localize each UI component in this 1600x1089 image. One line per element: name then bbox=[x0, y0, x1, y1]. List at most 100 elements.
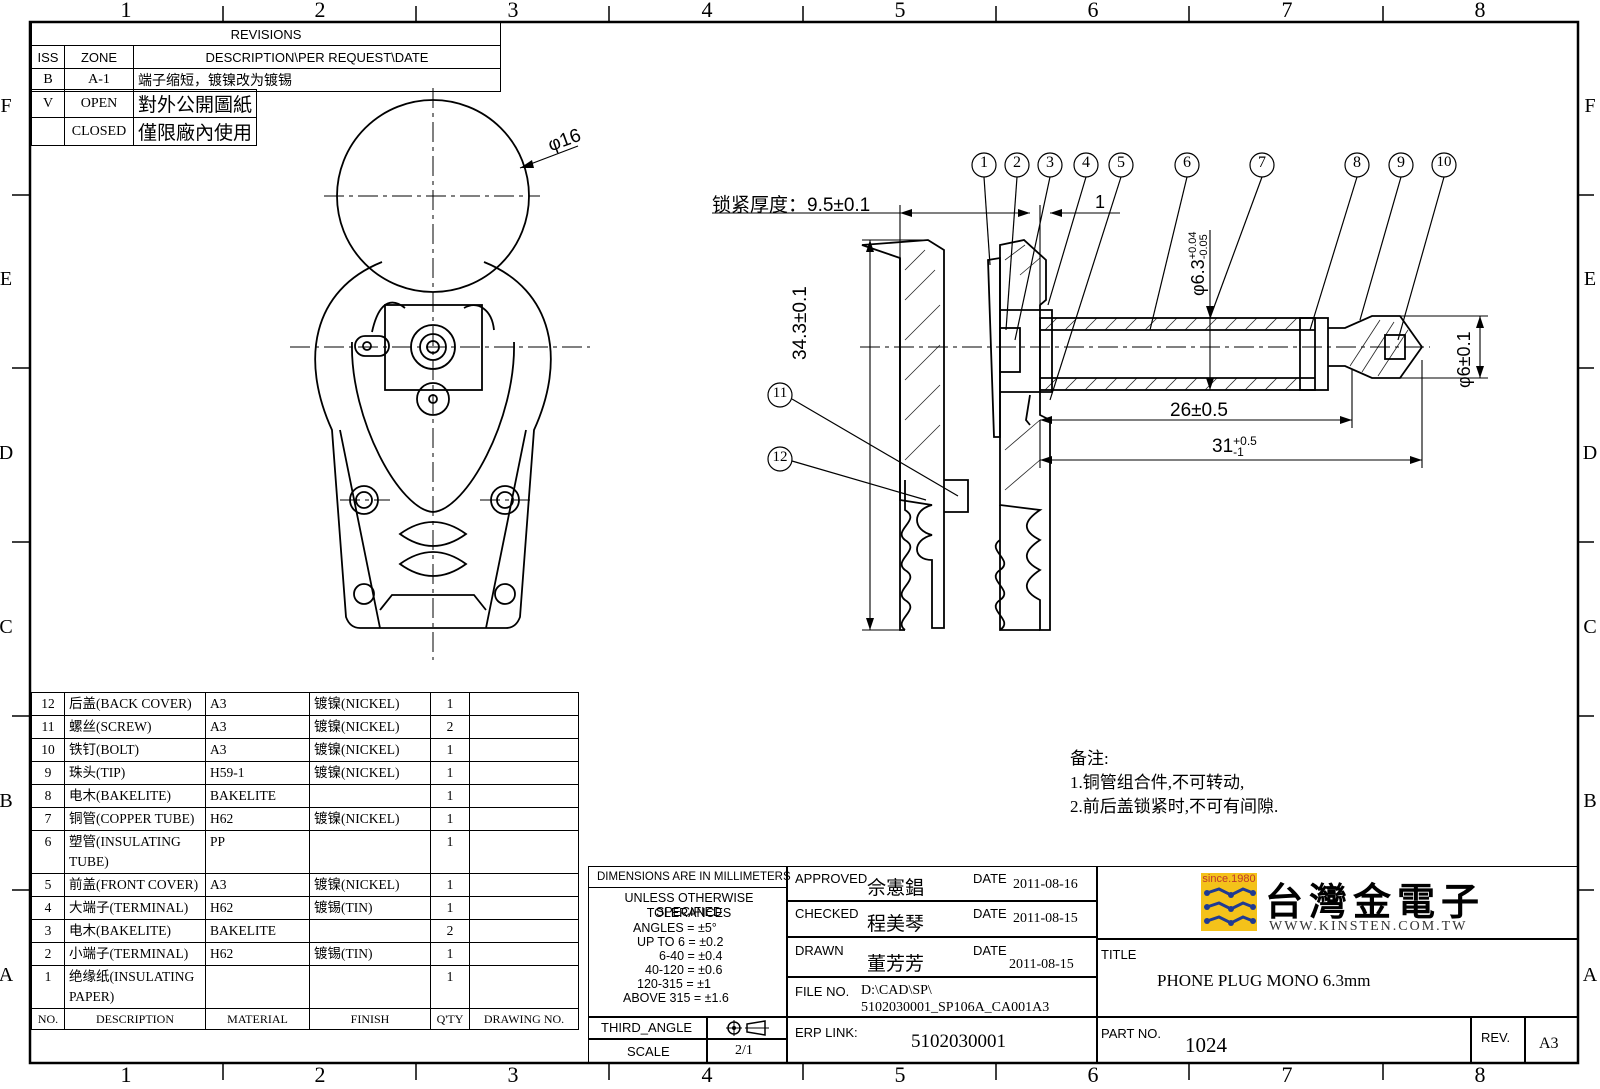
bom-finish: 镀镍(NICKEL) bbox=[309, 715, 431, 739]
status-closed-zone: CLOSED bbox=[64, 117, 134, 146]
bom-finish bbox=[309, 919, 431, 943]
rev-value: A3 bbox=[1539, 1035, 1559, 1052]
bom-finish bbox=[309, 965, 431, 1009]
title-label: TITLE bbox=[1101, 947, 1137, 962]
file-label: FILE NO. bbox=[795, 984, 850, 999]
bom-qty: 1 bbox=[430, 942, 470, 966]
dim-gap-label: 1 bbox=[1095, 192, 1106, 212]
revision-desc: 端子缩短，镀镍改为镀锡 bbox=[133, 68, 501, 92]
grid-row-f: F bbox=[0, 95, 12, 117]
bom-finish: 镀镍(NICKEL) bbox=[309, 738, 431, 762]
approved-date-label: DATE bbox=[973, 871, 1007, 886]
part-box: PART NO. 1024 bbox=[1096, 1016, 1472, 1064]
bom-material bbox=[205, 965, 310, 1009]
bom-header-row: NO. DESCRIPTION MATERIAL FINISH Q'TY DRA… bbox=[31, 1008, 579, 1030]
projection-box: THIRD_ANGLE bbox=[588, 1016, 708, 1040]
bom-material: H62 bbox=[205, 807, 310, 831]
tolerance-40-120: 40-120 = ±0.6 bbox=[645, 963, 723, 977]
bom-drawing-no bbox=[469, 919, 579, 943]
bom-description: 大端子(TERMINAL) bbox=[64, 896, 206, 920]
lock-thickness-label: 锁紧厚度：9.5±0.1 bbox=[712, 195, 871, 216]
company-logo-icon: since.1980 bbox=[1201, 873, 1257, 931]
checked-date-label: DATE bbox=[973, 906, 1007, 921]
bom-qty: 1 bbox=[430, 830, 470, 874]
balloon-2: 2 bbox=[1013, 154, 1021, 171]
grid-row-f-right: F bbox=[1584, 95, 1596, 117]
revisions-title: REVISIONS bbox=[31, 22, 501, 46]
bom-qty: 1 bbox=[430, 738, 470, 762]
bom-finish: 镀镍(NICKEL) bbox=[309, 761, 431, 785]
section-view bbox=[861, 239, 1424, 631]
bom-header-finish: FINISH bbox=[309, 1008, 431, 1030]
note-1: 1.铜管组合件,不可转动, bbox=[1070, 773, 1245, 792]
grid-col-5: 5 bbox=[894, 0, 906, 22]
erp-label: ERP LINK: bbox=[795, 1025, 858, 1040]
length-26-label: 26±0.5 bbox=[1170, 400, 1228, 421]
checked-name: 程美琴 bbox=[867, 914, 925, 935]
erp-box: ERP LINK: 5102030001 bbox=[786, 1016, 1098, 1064]
tolerance-120-315: 120-315 = ±1 bbox=[637, 977, 711, 991]
approved-label: APPROVED bbox=[795, 871, 868, 886]
tolerance-above-315: ABOVE 315 = ±1.6 bbox=[623, 991, 729, 1005]
bom-header-desc: DESCRIPTION bbox=[64, 1008, 206, 1030]
bom-drawing-no bbox=[469, 692, 579, 716]
bom-finish: 镀镍(NICKEL) bbox=[309, 807, 431, 831]
bom-finish: 镀锡(TIN) bbox=[309, 896, 431, 920]
bom-header-no: NO. bbox=[31, 1008, 65, 1030]
bom-finish bbox=[309, 784, 431, 808]
bom-no: 4 bbox=[31, 896, 65, 920]
bom-drawing-no bbox=[469, 807, 579, 831]
rev-value-box: A3 bbox=[1524, 1016, 1578, 1064]
tolerance-title: TOLERANCES bbox=[646, 906, 732, 920]
bom-qty: 1 bbox=[430, 807, 470, 831]
drawn-label: DRAWN bbox=[795, 943, 844, 958]
grid-col-4: 4 bbox=[701, 0, 713, 22]
bom-qty: 1 bbox=[430, 873, 470, 897]
bom-material: A3 bbox=[205, 873, 310, 897]
bom-material: A3 bbox=[205, 715, 310, 739]
rev-label-box: REV. bbox=[1470, 1016, 1526, 1064]
company-name: 台灣金電子 bbox=[1265, 882, 1486, 924]
grid-row-b: B bbox=[0, 790, 13, 812]
tolerance-6-40: 6-40 = ±0.4 bbox=[659, 949, 723, 963]
tube-diameter-value: φ6.3 bbox=[1188, 259, 1208, 296]
balloon-5: 5 bbox=[1117, 154, 1125, 171]
bom-description: 小端子(TERMINAL) bbox=[64, 942, 206, 966]
status-open-desc: 對外公開圖紙 bbox=[132, 89, 258, 118]
status-open-iss: V bbox=[31, 89, 65, 118]
bom-qty: 2 bbox=[430, 919, 470, 943]
bom-description: 后盖(BACK COVER) bbox=[64, 692, 206, 716]
grid-col-7: 7 bbox=[1281, 0, 1293, 22]
grid-row-a-right: A bbox=[1582, 964, 1598, 986]
bom-material: BAKELITE bbox=[205, 919, 310, 943]
note-2: 2.前后盖锁紧时,不可有间隙. bbox=[1070, 797, 1279, 816]
checked-label: CHECKED bbox=[795, 906, 859, 921]
bom-finish: 镀锡(TIN) bbox=[309, 942, 431, 966]
release-status-table: V OPEN 對外公開圖紙 CLOSED 僅限廠內使用 bbox=[31, 89, 258, 146]
grid-col-1: 1 bbox=[120, 0, 132, 22]
bom-drawing-no bbox=[469, 942, 579, 966]
grid-row-d-right: D bbox=[1582, 442, 1598, 464]
bom-no: 2 bbox=[31, 942, 65, 966]
checked-date: 2011-08-15 bbox=[1013, 911, 1078, 926]
grid-col-1-bottom: 1 bbox=[120, 1062, 132, 1087]
projection-label: THIRD_ANGLE bbox=[601, 1020, 693, 1035]
grid-col-3-bottom: 3 bbox=[507, 1062, 519, 1087]
bom-material: H62 bbox=[205, 896, 310, 920]
balloon-10: 10 bbox=[1436, 154, 1452, 170]
bom-qty: 1 bbox=[430, 692, 470, 716]
bom-header-material: MATERIAL bbox=[205, 1008, 310, 1030]
grid-col-4-bottom: 4 bbox=[701, 1062, 713, 1087]
revisions-header-zone: ZONE bbox=[64, 45, 134, 69]
bom-qty: 1 bbox=[430, 896, 470, 920]
bom-description: 铁钉(BOLT) bbox=[64, 738, 206, 762]
bom-drawing-no bbox=[469, 715, 579, 739]
grid-col-5-bottom: 5 bbox=[894, 1062, 906, 1087]
dims-note: DIMENSIONS ARE IN MILLIMETERS bbox=[597, 871, 791, 883]
balloon-11: 11 bbox=[772, 385, 788, 401]
